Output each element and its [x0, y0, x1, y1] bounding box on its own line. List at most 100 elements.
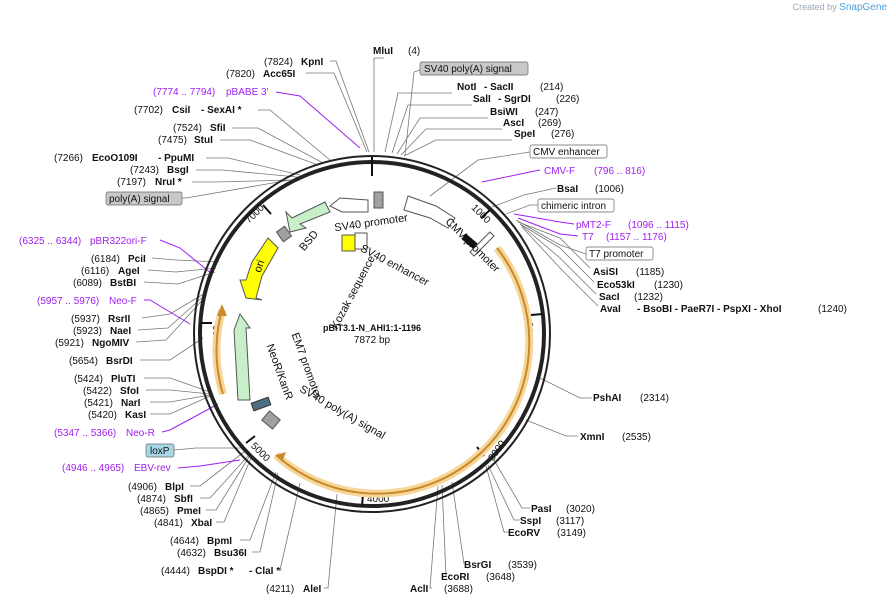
site-alei: AleI — [303, 584, 322, 595]
site-bsrgi: BsrGI — [464, 560, 491, 571]
cmv-promoter-feature — [403, 195, 456, 229]
loxp-label: loxP — [150, 446, 170, 457]
site-ngomiv: NgoMIV — [92, 338, 130, 349]
site-mlui-pos: (4) — [408, 46, 420, 57]
neor-label: NeoR/KanR — [264, 342, 295, 401]
cmv-promoter-label: CMV promoter — [443, 216, 502, 275]
chimeric-intron-feature — [461, 233, 479, 250]
site-csii: CsiI — [172, 105, 191, 116]
sv40-polya-top-box — [373, 191, 384, 209]
site-bsu36i-pos: (4632) — [177, 548, 206, 559]
site-ecorv: EcoRV — [508, 528, 540, 539]
site-acc65i: Acc65I — [263, 69, 295, 80]
primer-neor-range: (5347 .. 5366) — [54, 428, 116, 439]
polya-signal-box-label — [105, 191, 183, 206]
primer-pbr322orif-name: pBR322ori-F — [90, 236, 147, 247]
site-bspdi-pos: (4444) — [161, 566, 190, 577]
site-saci: SacI — [599, 292, 620, 303]
site-ecoo109i: EcoO109I — [92, 153, 138, 164]
site-noti: NotI — [457, 82, 477, 93]
site-eco53ki-pos: (1230) — [654, 280, 683, 291]
site-pmei-pos: (4865) — [140, 506, 169, 517]
site-pluti-pos: (5424) — [74, 374, 103, 385]
site-sfii: SfiI — [210, 123, 226, 134]
tick-label-5000: 5000 — [248, 441, 272, 465]
site-sbfi: SbfI — [174, 494, 193, 505]
cmv-enhancer-box — [529, 144, 608, 159]
site-sspi: SspI — [520, 516, 541, 527]
site-xmni-pos: (2535) — [622, 432, 651, 443]
site-eco53ki: Eco53kI — [597, 280, 635, 291]
site-nrui: NruI * — [155, 177, 182, 188]
site-bstbi-pos: (6089) — [73, 278, 102, 289]
site-asci: AscI — [503, 118, 524, 129]
site-leader-lines — [373, 57, 599, 589]
plasmid-length: 7872 bp — [354, 335, 391, 346]
polya-signal-box — [275, 225, 293, 243]
site-nari-pos: (5421) — [84, 398, 113, 409]
site-bsrdi: BsrDI — [106, 356, 133, 367]
ori-label: ori — [252, 259, 267, 275]
site-blpi: BlpI — [165, 482, 184, 493]
site-sali: SalI — [473, 94, 491, 105]
site-pasi-pos: (3020) — [566, 504, 595, 515]
site-kasi: KasI — [125, 410, 146, 421]
loxp-box — [145, 443, 175, 458]
primer-t7-range: (1157 .. 1176) — [606, 232, 667, 243]
cmv-enhancer-label: CMV enhancer — [533, 147, 600, 158]
site-spei: SpeI — [514, 129, 535, 140]
right-site-labels: MluI (4) NotI - SacII (214) SalI - SgrDI… — [373, 46, 847, 595]
site-pshai: PshAI — [593, 393, 622, 404]
tick-label-4000: 4000 — [367, 494, 390, 505]
site-bsiwi: BsiWI — [490, 107, 518, 118]
site-bpmi: BpmI — [207, 536, 232, 547]
primer-t7-name: T7 — [582, 232, 594, 243]
site-spei-pos: (276) — [551, 129, 574, 140]
site-csii-pos: (7702) — [134, 105, 163, 116]
site-ecorv-pos: (3149) — [557, 528, 586, 539]
site-bsrdi-pos: (5654) — [69, 356, 98, 367]
snapgene-credit: Created by SnapGene — [793, 2, 887, 13]
t7-promoter-box — [585, 246, 654, 261]
site-acli: AclI — [410, 584, 429, 595]
site-ecori-pos: (3648) — [486, 572, 515, 583]
site-sali-pos: (226) — [556, 94, 579, 105]
site-bsgi: BsgI — [167, 165, 189, 176]
site-bpmi-pos: (4644) — [170, 536, 199, 547]
site-xmni: XmnI — [580, 432, 605, 443]
chimeric-intron-label: chimeric intron — [541, 201, 606, 212]
site-mlui: MluI — [373, 46, 393, 57]
site-kpni-pos: (7824) — [264, 57, 293, 68]
primer-pbabe3-range: (7774 .. 7794) — [153, 87, 215, 98]
sv40-polya-box-label: SV40 poly(A) signal — [424, 64, 512, 75]
site-kpni: KpnI — [301, 57, 323, 68]
neor-feature — [233, 312, 251, 401]
site-bsai-pos: (1006) — [595, 184, 624, 195]
sv40-promoter-label: SV40 promoter — [334, 212, 409, 234]
site-sbfi-pos: (4874) — [137, 494, 166, 505]
site-bsrgi-pos: (3539) — [508, 560, 537, 571]
site-bsiwi-pos: (247) — [535, 107, 558, 118]
site-sfoi: SfoI — [120, 386, 139, 397]
site-pcii: PciI — [128, 254, 146, 265]
primer-leader-lines — [144, 91, 579, 469]
site-xbai: XbaI — [191, 518, 212, 529]
site-naei-pos: (5923) — [73, 326, 102, 337]
site-bsu36i: Bsu36I — [214, 548, 247, 559]
site-asisi: AsiSI — [593, 267, 618, 278]
snapgene-brand: SnapGene — [839, 2, 887, 13]
site-blpi-pos: (4906) — [128, 482, 157, 493]
site-csii-extra: - SexAI * — [201, 105, 242, 116]
sv40-promoter-feature — [329, 197, 369, 213]
site-bspdi: BspDI * — [198, 566, 234, 577]
boxed-labels: SV40 poly(A) signal CMV enhancer chimeri… — [105, 61, 654, 458]
left-site-labels: (7824) KpnI (7820) Acc65I (7702) CsiI - … — [54, 57, 323, 595]
site-acli-pos: (3688) — [444, 584, 473, 595]
t7-promoter-label: T7 promoter — [589, 249, 644, 260]
site-acc65i-pos: (7820) — [226, 69, 255, 80]
site-ecoo109i-pos: (7266) — [54, 153, 83, 164]
site-pcii-pos: (6184) — [91, 254, 120, 265]
site-saci-pos: (1232) — [634, 292, 663, 303]
primer-ebvrev-range: (4946 .. 4965) — [62, 463, 124, 474]
